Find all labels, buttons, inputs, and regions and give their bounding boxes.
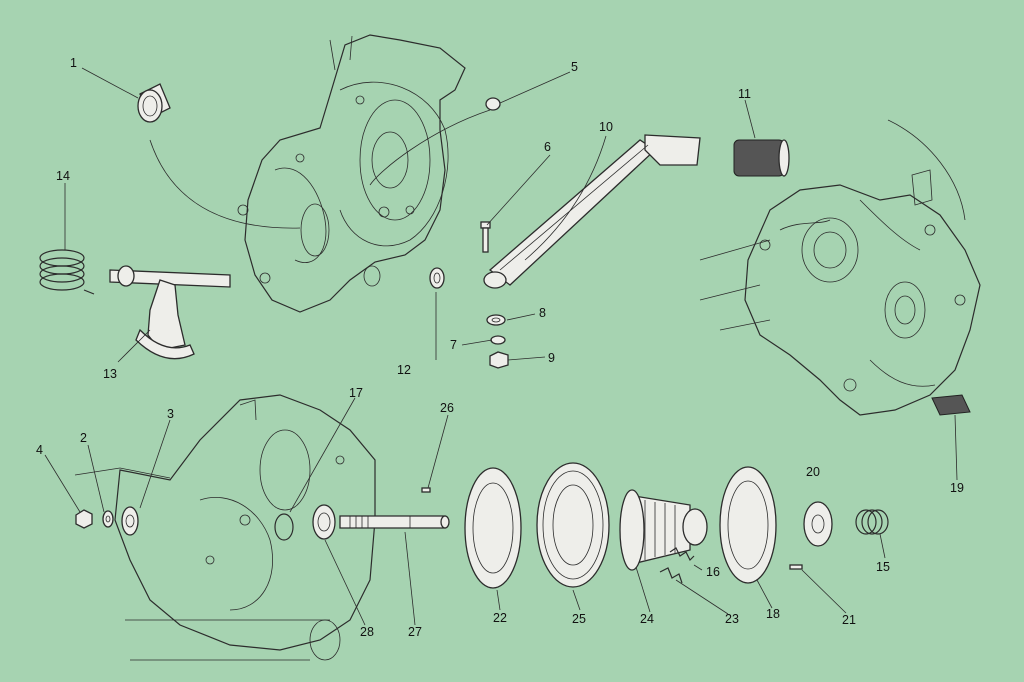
label-24: 24: [640, 612, 654, 626]
part-21-pin: [789, 564, 803, 570]
part-26-pin: [421, 487, 431, 493]
label-8: 8: [539, 306, 546, 320]
label-15: 15: [876, 560, 890, 574]
label-6: 6: [544, 140, 551, 154]
part-4-nut: [75, 509, 93, 529]
part-10-kickstart-lever: [483, 134, 701, 289]
label-26: 26: [440, 401, 454, 415]
part-27-shaft: [339, 515, 450, 529]
label-28: 28: [360, 625, 374, 639]
label-21: 21: [842, 613, 856, 627]
part-11-grip: [733, 139, 790, 177]
part-16-spring: [669, 547, 695, 562]
label-16: 16: [706, 565, 720, 579]
part-20-sprocket: [803, 501, 833, 547]
part-23-spring: [659, 567, 683, 584]
label-12: 12: [397, 363, 411, 377]
part-24-clutch-hub: [619, 489, 708, 571]
part-labels: 1 2 3 4 5 6 7 8 9 10 11 12 13 14 15 16 1…: [36, 56, 964, 639]
part-17-circlip: [274, 513, 294, 541]
label-2: 2: [80, 431, 87, 445]
part-14-kick-spring: [39, 249, 95, 295]
part-13-kickstart-shaft: [109, 265, 231, 360]
label-17: 17: [349, 386, 363, 400]
label-27: 27: [408, 625, 422, 639]
part-3-pinion: [121, 506, 139, 536]
label-9: 9: [548, 351, 555, 365]
label-10: 10: [599, 120, 613, 134]
crankcase-lower-left: [74, 394, 376, 661]
part-18-friction-plate: [719, 466, 777, 584]
label-23: 23: [725, 612, 739, 626]
part-6-bolt: [480, 221, 491, 253]
label-5: 5: [571, 60, 578, 74]
part-15-spring: [855, 509, 889, 535]
part-9-nut: [489, 351, 509, 369]
crankcase-cover-upper: [237, 34, 466, 313]
part-22-friction-plate: [464, 467, 522, 589]
leader-lines: [44, 67, 958, 626]
part-12-washer: [429, 267, 445, 289]
part-1-bearing: [137, 83, 171, 123]
part-2-washer: [102, 510, 114, 528]
label-1: 1: [70, 56, 77, 70]
label-14: 14: [56, 169, 70, 183]
part-19-rubber-pad: [931, 394, 971, 416]
label-22: 22: [493, 611, 507, 625]
crankcase-half-right: [699, 119, 981, 416]
label-19: 19: [950, 481, 964, 495]
label-25: 25: [572, 612, 586, 626]
label-7: 7: [450, 338, 457, 352]
label-4: 4: [36, 443, 43, 457]
label-13: 13: [103, 367, 117, 381]
label-3: 3: [167, 407, 174, 421]
part-28-bearing: [312, 504, 336, 540]
label-11: 11: [738, 87, 751, 101]
part-5-plug: [485, 97, 501, 111]
part-25-clutch-gear: [536, 462, 610, 588]
part-8-washer: [486, 314, 506, 326]
label-20: 20: [806, 465, 820, 479]
label-18: 18: [766, 607, 780, 621]
part-7-lockwasher: [490, 335, 506, 345]
